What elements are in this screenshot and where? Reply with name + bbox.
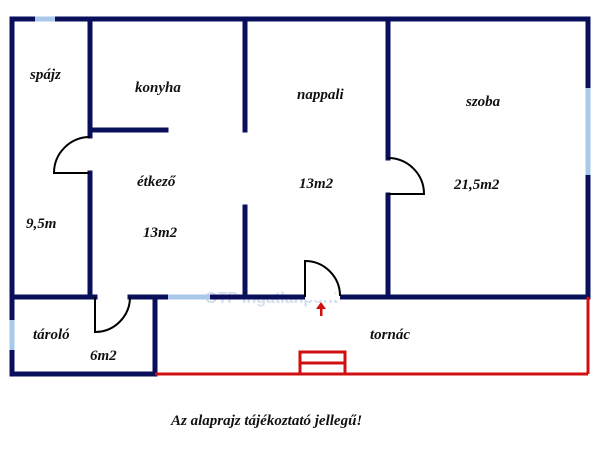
door-spajz [52,136,91,174]
room-etkezo-name: étkező [137,174,177,190]
room-nappali-area: 13m2 [299,176,334,192]
room-konyha-name: konyha [135,80,181,96]
door-tarolo [94,296,131,334]
disclaimer: Az alaprajz tájékoztató jellegű! [170,413,362,429]
room-spajz-name: spájz [29,67,61,83]
room-tarolo-name: tároló [33,327,70,343]
walls [9,16,591,377]
door-entrance [304,259,341,297]
room-szoba-name: szoba [465,94,501,110]
entrance-arrow-icon [316,302,326,316]
room-tornac-name: tornác [370,327,410,343]
porch-outline [155,297,590,376]
windows [9,16,591,350]
room-etkezo-area: 13m2 [143,225,178,241]
room-tarolo-area: 6m2 [90,348,117,364]
room-nappali-name: nappali [297,87,345,103]
room-spajz-area: 9,5m [26,216,56,232]
door-szoba [387,157,426,195]
doors [52,136,426,334]
room-szoba-area: 21,5m2 [453,177,500,193]
